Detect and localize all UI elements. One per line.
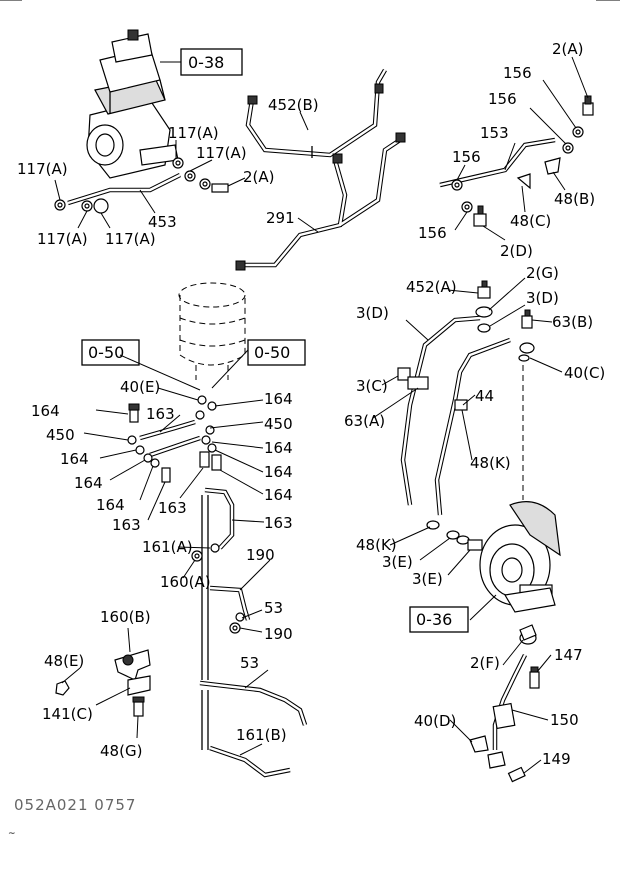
part-label: 161(B) <box>236 726 287 744</box>
footer-mark: ~ <box>8 829 16 839</box>
part-label: 117(A) <box>105 230 156 248</box>
part-label: 117(A) <box>17 160 68 178</box>
part-label: 48(C) <box>510 212 551 230</box>
leader-lines <box>54 56 589 774</box>
part-label: 48(K) <box>356 536 397 554</box>
part-label: 117(A) <box>196 144 247 162</box>
part-label: 164 <box>264 486 293 504</box>
fitting-cluster-left <box>127 395 222 483</box>
part-label: 453 <box>148 213 177 231</box>
part-labels: 2(A) 156 156 153 156 48(B) 48(C) 156 2(D… <box>17 40 605 768</box>
part-label: 452(A) <box>406 278 457 296</box>
part-label: 164 <box>96 496 125 514</box>
reference-label-0-50-right: 0-50 <box>254 343 290 362</box>
part-label: 3(D) <box>356 304 389 322</box>
part-label: 53 <box>240 654 259 672</box>
part-label: 190 <box>264 625 293 643</box>
part-label: 164 <box>264 463 293 481</box>
part-label: 147 <box>554 646 583 664</box>
reference-label-0-38: 0-38 <box>188 53 224 72</box>
reference-box-0-50-right <box>247 339 306 366</box>
part-label: 2(F) <box>470 654 500 672</box>
part-label: 40(E) <box>120 378 160 396</box>
part-label: 164 <box>31 402 60 420</box>
part-label: 190 <box>246 546 275 564</box>
pipes-161-160 <box>191 487 308 778</box>
part-label: 3(C) <box>356 377 388 395</box>
reference-label-0-36: 0-36 <box>416 610 452 629</box>
part-label: 156 <box>418 224 447 242</box>
part-label: 53 <box>264 599 283 617</box>
part-label: 163 <box>146 405 175 423</box>
part-label: 44 <box>475 387 494 405</box>
part-label: 160(B) <box>100 608 151 626</box>
part-label: 2(D) <box>500 242 533 260</box>
part-label: 3(E) <box>412 570 443 588</box>
part-label: 164 <box>264 390 293 408</box>
air-compressor <box>86 29 179 179</box>
part-label: 63(A) <box>344 412 385 430</box>
part-label: 48(E) <box>44 652 84 670</box>
air-dryer-tank <box>178 282 246 380</box>
part-label: 156 <box>503 64 532 82</box>
part-label: 153 <box>480 124 509 142</box>
part-label: 452(B) <box>268 96 319 114</box>
part-label: 164 <box>74 474 103 492</box>
reference-box-0-38 <box>180 48 243 76</box>
part-label: 141(C) <box>42 705 93 723</box>
part-label: 160(A) <box>160 573 211 591</box>
part-label: 2(G) <box>526 264 559 282</box>
reference-box-0-36 <box>409 606 469 633</box>
pipe-153-assembly <box>439 95 594 227</box>
part-label: 3(D) <box>526 289 559 307</box>
part-label: 163 <box>158 499 187 517</box>
part-label: 163 <box>264 514 293 532</box>
part-label: 164 <box>60 450 89 468</box>
part-label: 450 <box>46 426 75 444</box>
pipes-63 <box>397 280 535 551</box>
part-label: 156 <box>452 148 481 166</box>
part-label: 164 <box>264 439 293 457</box>
reference-label-0-50-left: 0-50 <box>88 343 124 362</box>
part-label: 2(A) <box>243 168 275 186</box>
part-label: 3(E) <box>382 553 413 571</box>
part-label: 63(B) <box>552 313 593 331</box>
turbocharger <box>479 501 561 613</box>
part-label: 149 <box>542 750 571 768</box>
drawing-code: 052A021 0757 <box>14 796 136 814</box>
part-label: 117(A) <box>168 124 219 142</box>
part-label: 156 <box>488 90 517 108</box>
bracket-48e <box>55 649 151 717</box>
part-label: 48(K) <box>470 454 511 472</box>
part-label: 150 <box>550 711 579 729</box>
part-label: 117(A) <box>37 230 88 248</box>
part-label: 40(D) <box>414 712 456 730</box>
part-label: 2(A) <box>552 40 584 58</box>
part-label: 48(B) <box>554 190 595 208</box>
compressor-fittings <box>54 157 229 214</box>
part-label: 291 <box>266 209 295 227</box>
part-label: 40(C) <box>564 364 605 382</box>
part-label: 48(G) <box>100 742 142 760</box>
part-label: 450 <box>264 415 293 433</box>
reference-box-0-50-left <box>81 339 140 366</box>
part-label: 161(A) <box>142 538 193 556</box>
pipe-149-assembly <box>469 624 540 783</box>
part-label: 163 <box>112 516 141 534</box>
